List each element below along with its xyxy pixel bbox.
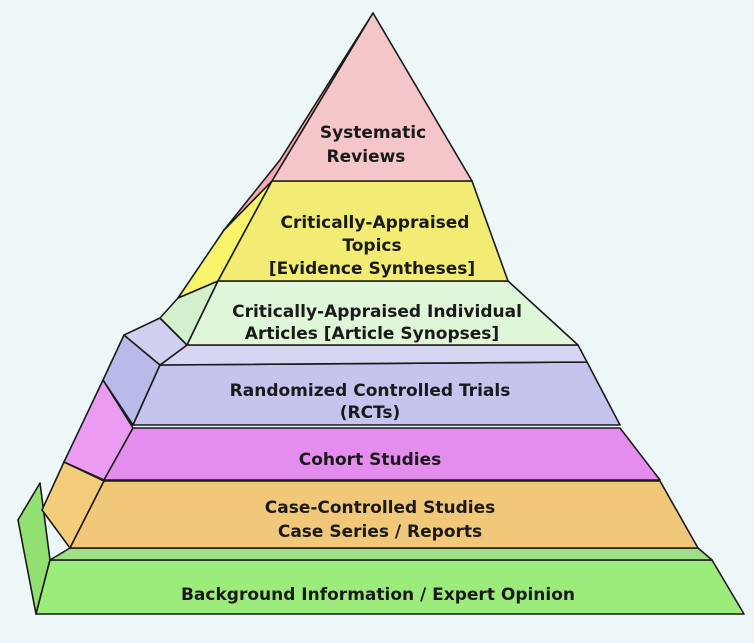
level-label-line: Reviews — [327, 147, 406, 167]
level-front-face — [103, 427, 661, 481]
level-label-line: Cohort Studies — [299, 450, 441, 470]
level-label-line: Systematic — [320, 123, 426, 143]
level-label-line: Critically-Appraised — [281, 213, 470, 233]
base-step-ledge — [49, 547, 713, 561]
level-label-line: Randomized Controlled Trials — [230, 381, 511, 401]
level-front-face — [271, 12, 473, 182]
level-label-line: Critically-Appraised Individual — [232, 302, 522, 322]
level-background-information: Background Information / Expert Opinion — [17, 482, 745, 615]
upper-block-base-ledge — [159, 344, 588, 366]
level-label-line: Case Series / Reports — [278, 522, 482, 542]
level-label-line: (RCTs) — [340, 403, 401, 423]
level-randomized-controlled-trials: Randomized Controlled Trials(RCTs) — [102, 334, 621, 426]
level-cohort-studies: Cohort Studies — [63, 379, 661, 481]
level-label-line: Background Information / Expert Opinion — [181, 585, 575, 605]
level-label-line: Topics — [342, 236, 401, 256]
level-label-line: Articles [Article Synopses] — [245, 324, 499, 344]
level-front-face — [69, 480, 699, 549]
level-critically-appraised-individual-articles: Critically-Appraised IndividualArticles … — [159, 280, 579, 346]
level-label-line: [Evidence Syntheses] — [269, 259, 475, 279]
level-label-line: Case-Controlled Studies — [265, 498, 496, 518]
